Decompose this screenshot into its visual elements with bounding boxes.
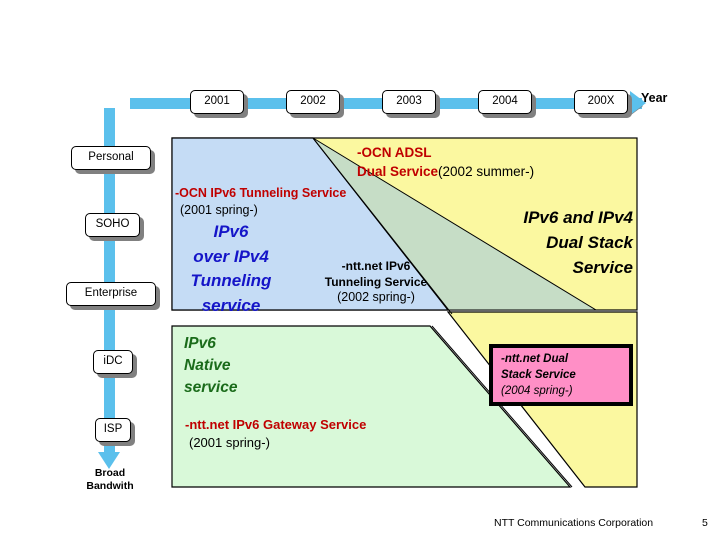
ocn-adsl-line1: -OCN ADSL <box>357 145 432 160</box>
native-line1: IPv6 <box>184 335 216 352</box>
segment-node-soho[interactable]: SOHO <box>85 213 140 237</box>
dualstack-line1: IPv6 and IPv4 <box>523 208 633 227</box>
nttnet-gateway-service-date: (2001 spring-) <box>189 435 270 450</box>
tunneling-line3: Tunneling <box>190 271 272 290</box>
footer-page-number: 5 <box>702 517 708 529</box>
year-node-2001[interactable]: 2001 <box>190 90 244 114</box>
timeline-axis-label: Year <box>641 91 668 105</box>
dualstack-line2: Dual Stack <box>546 233 633 252</box>
ocn-adsl-date: (2002 summer-) <box>438 164 535 179</box>
segment-node-enterprise[interactable]: Enterprise <box>66 282 156 306</box>
ocn-adsl-line2: Dual Service <box>357 164 439 179</box>
year-node-2004[interactable]: 2004 <box>478 90 532 114</box>
segment-node-idc[interactable]: iDC <box>93 350 133 374</box>
segment-axis-arrow-icon <box>98 452 120 469</box>
ocn-tunneling-service-date: (2001 spring-) <box>180 203 258 217</box>
ocn-tunneling-service-title: -OCN IPv6 Tunneling Service <box>175 186 347 200</box>
nttnet-dualstack-callout-box[interactable]: -ntt.net Dual Stack Service (2004 spring… <box>489 344 633 406</box>
nttnet-tunneling-line2: Tunneling Service <box>324 275 428 289</box>
nttnet-dualstack-date: (2004 spring-) <box>501 385 573 397</box>
native-line2: Native <box>184 357 231 374</box>
nttnet-gateway-service-title: -ntt.net IPv6 Gateway Service <box>185 417 367 432</box>
segment-axis-bar <box>104 108 115 455</box>
tunneling-line2: over IPv4 <box>193 246 269 266</box>
tunneling-line4: service <box>201 295 261 315</box>
year-node-2003[interactable]: 2003 <box>382 90 436 114</box>
year-node-200X[interactable]: 200X <box>574 90 628 114</box>
year-node-2002[interactable]: 2002 <box>286 90 340 114</box>
segment-node-personal[interactable]: Personal <box>71 146 151 170</box>
native-line3: service <box>184 379 238 396</box>
nttnet-dualstack-line1: -ntt.net Dual <box>501 353 569 365</box>
segment-axis-label-line2: Bandwith <box>86 480 134 492</box>
dualstack-line3: Service <box>572 258 634 277</box>
nttnet-tunneling-service-date: (2002 spring-) <box>337 290 415 304</box>
ocn-adsl-service-title: -OCN ADSL Dual Service(2002 summer-) <box>357 143 534 181</box>
tunneling-line1: IPv6 <box>213 222 249 241</box>
nttnet-dualstack-line2: Stack Service <box>501 369 576 381</box>
segment-axis-label-line1: Broad <box>94 467 126 479</box>
segment-node-isp[interactable]: ISP <box>95 418 131 442</box>
timeline-arrow-icon <box>630 91 646 115</box>
nttnet-tunneling-line1: -ntt.net IPv6 <box>341 259 411 273</box>
footer-organization: NTT Communications Corporation <box>494 517 654 529</box>
